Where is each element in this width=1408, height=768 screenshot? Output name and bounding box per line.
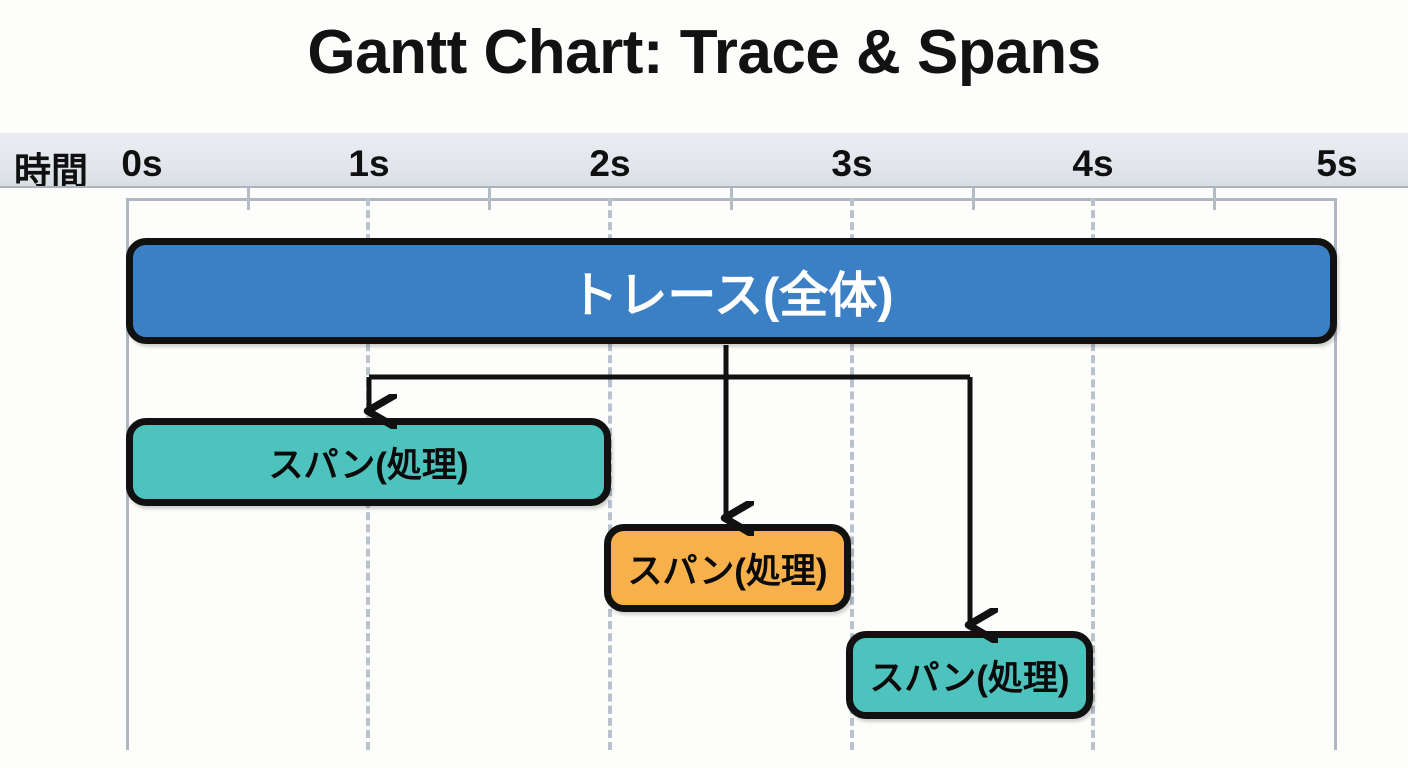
axis-tick-label-3s: 3s <box>831 143 873 184</box>
gantt-bar-span-2-label: スパン(処理) <box>627 551 828 591</box>
axis-title-label: 時間 <box>14 151 88 192</box>
gridline-4s <box>1091 198 1095 750</box>
axis-tick-label-0s: 0s <box>121 143 163 184</box>
tick-3-5s <box>972 188 975 210</box>
axis-tick-label-4s: 4s <box>1072 143 1114 184</box>
gridline-3s <box>850 198 854 750</box>
gantt-bar-span-3[interactable]: スパン(処理) <box>846 631 1093 719</box>
gantt-bar-span-1-label: スパン(処理) <box>268 445 469 485</box>
gantt-bar-span-1[interactable]: スパン(処理) <box>126 418 611 506</box>
page-title: Gantt Chart: Trace & Spans <box>307 18 1101 87</box>
gantt-bar-span-3-label: スパン(処理) <box>869 658 1070 698</box>
tick-2-5s <box>730 188 733 210</box>
axis-tick-label-2s: 2s <box>589 143 631 184</box>
gridline-5s <box>1334 198 1337 750</box>
axis-tick-label-5s: 5s <box>1316 143 1358 184</box>
tick-0-5s <box>247 188 250 210</box>
gantt-bar-trace[interactable]: トレース(全体) <box>126 238 1337 344</box>
axis-tick-label-1s: 1s <box>348 143 390 184</box>
gantt-bar-trace-label: トレース(全体) <box>569 268 894 323</box>
time-axis-band: 時間 0s 1s 2s 3s 4s 5s <box>0 133 1408 192</box>
tick-1-5s <box>488 188 491 210</box>
tick-4-5s <box>1213 188 1216 210</box>
gantt-bar-span-2[interactable]: スパン(処理) <box>604 524 851 612</box>
plot-area: トレース(全体) スパン(処理) スパン(処理) スパン(処理) <box>0 188 1408 768</box>
